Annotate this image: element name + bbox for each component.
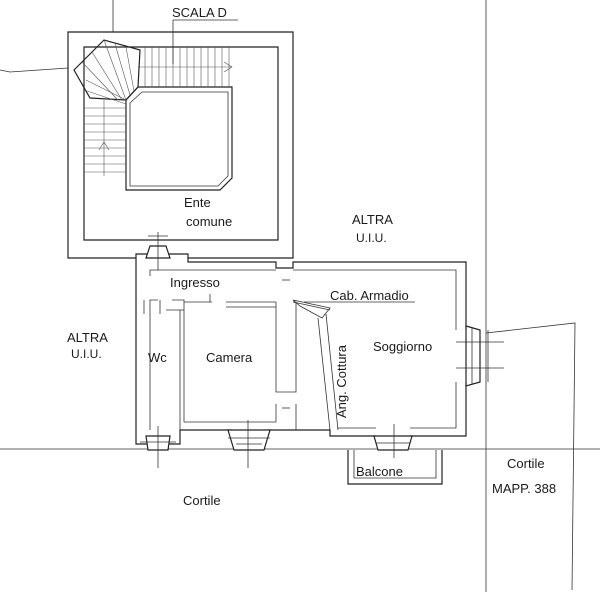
label-closet: Cab. Armadio (330, 288, 409, 303)
label-bedroom: Camera (206, 350, 253, 365)
label-balcony: Balcone (356, 464, 403, 479)
entrance-door (145, 232, 171, 270)
label-other-top-line2: U.I.U. (356, 231, 387, 245)
balcony (347, 450, 443, 485)
living-window (456, 325, 504, 387)
label-stair: SCALA D (172, 5, 227, 20)
label-wc: Wc (148, 350, 167, 365)
label-other-left-line2: U.I.U. (71, 347, 102, 361)
wc-window (140, 426, 176, 468)
room-labels: SCALA D Ente comune ALTRA U.I.U. ALTRA U… (67, 5, 556, 508)
label-other-left-line1: ALTRA (67, 330, 108, 345)
label-other-top-line1: ALTRA (352, 212, 393, 227)
stair-steps-left (84, 100, 126, 176)
stair-winders (73, 39, 141, 105)
label-entrance: Ingresso (170, 275, 220, 290)
label-common-line2: comune (186, 214, 232, 229)
stair-steps-top (138, 47, 233, 87)
label-kitchen: Ang. Cottura (334, 344, 349, 418)
windows (140, 232, 504, 468)
label-courtyard: Cortile (183, 493, 221, 508)
stair-block (67, 19, 294, 259)
balcony-door (373, 424, 413, 458)
label-living: Soggiorno (373, 339, 432, 354)
label-courtyard-right: Cortile (507, 456, 545, 471)
label-common-line1: Ente (184, 195, 211, 210)
camera-window (227, 420, 271, 468)
label-parcel: MAPP. 388 (492, 481, 556, 496)
